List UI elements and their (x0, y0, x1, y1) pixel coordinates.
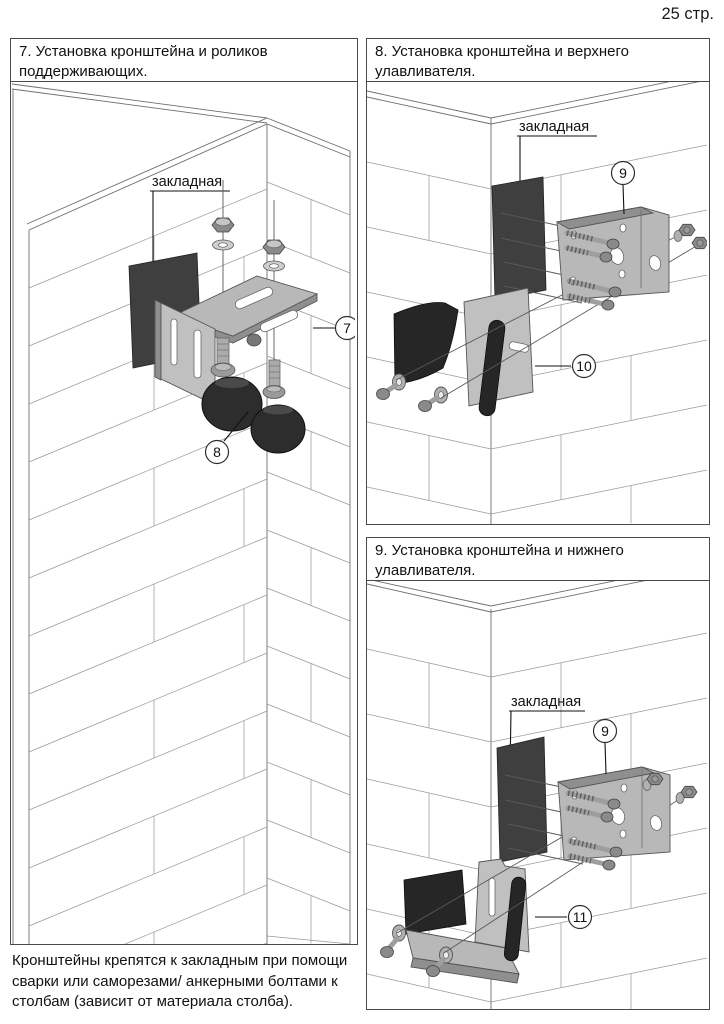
catcher-funnel (393, 302, 459, 385)
svg-text:8: 8 (213, 444, 221, 460)
svg-text:7: 7 (343, 320, 351, 336)
svg-text:9: 9 (619, 165, 627, 181)
callout-8: 8 (204, 411, 249, 465)
pivot-knob (246, 333, 262, 347)
callout-7: 7 (313, 315, 355, 341)
callout-10-bubble (571, 353, 597, 379)
callout-11-bubble (567, 904, 593, 930)
embed-plate (496, 736, 548, 863)
step-8-drawing: закладная (367, 82, 707, 524)
upper-catcher (376, 287, 534, 417)
embed-label-text: закладная (519, 119, 589, 135)
callout-9-bubble (610, 160, 636, 186)
embed-label-text: закладная (152, 174, 222, 190)
callout-9: 9 (592, 718, 618, 775)
wall-post (11, 83, 351, 944)
embed-label-text: закладная (511, 694, 581, 710)
panel-step-7: 7. Установка кронштейна и роликов поддер… (10, 38, 358, 945)
panel-step-9: 9. Установка кронштейна и нижнего улавли… (366, 537, 710, 1010)
page-number: 25 стр. (661, 5, 714, 23)
panel-9-title: 9. Установка кронштейна и нижнего улавли… (367, 538, 709, 581)
callout-9: 9 (610, 160, 636, 215)
nuts (642, 772, 698, 804)
rubber-strip (503, 876, 527, 962)
screw-axis-lines (500, 212, 583, 304)
support-rollers (201, 337, 306, 454)
screw-axis-lines (504, 774, 584, 865)
callout-10: 10 (535, 353, 597, 379)
svg-text:10: 10 (576, 358, 592, 374)
svg-text:11: 11 (573, 909, 588, 925)
embed-plate (491, 176, 547, 301)
catcher-side-wall (403, 869, 467, 935)
lower-catcher (380, 858, 530, 984)
step-7-drawing: закладная (11, 83, 355, 944)
panel-step-8: 8. Установка кронштейна и верхнего улавл… (366, 38, 710, 525)
fasteners-top (211, 217, 286, 272)
panel-8-title: 8. Установка кронштейна и верхнего улавл… (367, 39, 709, 82)
svg-text:9: 9 (601, 723, 609, 739)
wall-post (367, 82, 707, 524)
callout-11: 11 (535, 904, 593, 930)
callout-8-bubble (204, 439, 230, 465)
callout-9-leader (604, 742, 607, 775)
catch-bracket (555, 206, 670, 311)
nuts (673, 223, 707, 250)
step-9-drawing: закладная (367, 581, 707, 1009)
catch-bracket (556, 766, 671, 871)
footer-note: Кронштейны крепятся к закладным при помо… (12, 952, 348, 1011)
roller-right (250, 404, 306, 454)
callout-9-leader (622, 184, 625, 215)
callout-7-bubble (334, 315, 355, 341)
callout-9-bubble (592, 718, 618, 744)
panel-7-title: 7. Установка кронштейна и роликов поддер… (11, 39, 357, 82)
callout-8-leader (223, 411, 249, 442)
